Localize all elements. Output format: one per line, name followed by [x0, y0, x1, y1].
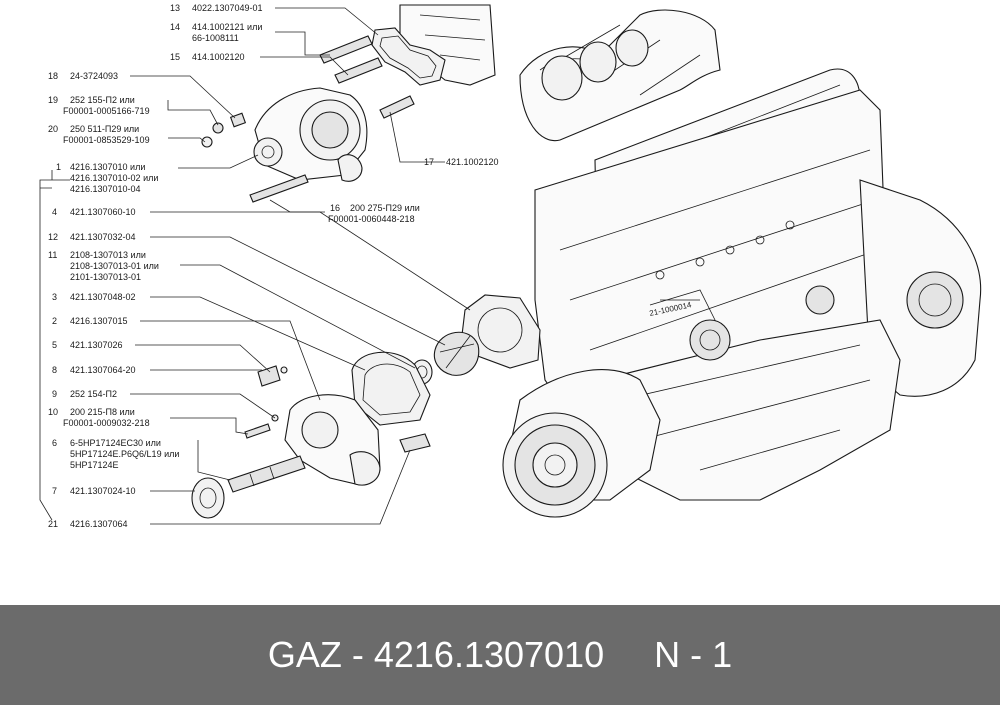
callout-10-line-1: 200 215-П8 или	[70, 407, 135, 417]
callout-20-number: 20	[48, 124, 58, 134]
callout-14-number: 14	[170, 22, 180, 32]
callout-19-number: 19	[48, 95, 58, 105]
callout-14-line-1: 414.1002121 или	[192, 22, 262, 32]
callout-8-line-1: 421.1307064-20	[70, 365, 136, 375]
callout-12-line-1: 421.1307032-04	[70, 232, 136, 242]
callout-11-line-2: 2108-1307013-01 или	[70, 261, 159, 271]
part-number-caption: GAZ - 4216.1307010 N - 1	[267, 634, 733, 675]
callout-1-line-1: 4216.1307010 или	[70, 162, 145, 172]
callout-9-line-1: 252 154-П2	[70, 389, 117, 399]
callout-14-line-2: 66-1008111	[192, 33, 239, 43]
callout-labels: 13 4022.1307049-01 14 414.1002121 или 66…	[48, 3, 499, 529]
lower-water-pump-illustration	[191, 294, 541, 519]
callout-3-line-1: 421.1307048-02	[70, 292, 136, 302]
callout-17-line-1: 421.1002120	[446, 157, 499, 167]
callout-19-line-2: F00001-0005166-719	[63, 106, 150, 116]
leader-lines	[39, 7, 471, 525]
callout-20-line-2: F00001-0853529-109	[63, 135, 150, 145]
callout-15-line-1: 414.1002120	[192, 52, 245, 62]
callout-19-line-1: 252 155-П2 или	[70, 95, 135, 105]
callout-6-number: 6	[52, 438, 57, 448]
callout-4-number: 4	[52, 207, 57, 217]
callout-7-line-1: 421.1307024-10	[70, 486, 136, 496]
callout-4-line-1: 421.1307060-10	[70, 207, 136, 217]
callout-10-line-2: F00001-0009032-218	[63, 418, 150, 428]
engine-assembly-illustration: 21-1000014	[502, 9, 982, 518]
part-number-footer: GAZ - 4216.1307010 N - 1	[0, 605, 1000, 705]
callout-11-line-3: 2101-1307013-01	[70, 272, 141, 282]
callout-18-line-1: 24-3724093	[70, 71, 118, 81]
callout-3-number: 3	[52, 292, 57, 302]
callout-11-number: 11	[48, 250, 57, 260]
exploded-parts-diagram: 21-1000014	[39, 3, 982, 529]
callout-6-line-2: 5HP17124E.P6Q6/L19 или	[70, 449, 179, 459]
callout-16-line-1: 200 275-П29 или	[350, 203, 420, 213]
callout-2-number: 2	[52, 316, 57, 326]
callout-21-line-1: 4216.1307064	[70, 519, 128, 529]
callout-8-number: 8	[52, 365, 57, 375]
callout-20-line-1: 250 511-П29 или	[70, 124, 139, 134]
callout-12-number: 12	[48, 232, 58, 242]
callout-21-number: 21	[48, 519, 58, 529]
callout-17-number: 17	[424, 157, 434, 167]
callout-10-number: 10	[48, 407, 58, 417]
callout-5-line-1: 421.1307026	[70, 340, 123, 350]
callout-1-number: 1	[56, 162, 61, 172]
upper-water-pump-illustration	[201, 4, 496, 203]
callout-1-line-2: 4216.1307010-02 или	[70, 173, 158, 183]
callout-13-number: 13	[170, 3, 180, 13]
callout-1-line-3: 4216.1307010-04	[70, 184, 141, 194]
callout-13-line-1: 4022.1307049-01	[192, 3, 263, 13]
callout-7-number: 7	[52, 486, 57, 496]
callout-9-number: 9	[52, 389, 57, 399]
callout-5-number: 5	[52, 340, 57, 350]
callout-11-line-1: 2108-1307013 или	[70, 250, 146, 260]
callout-16-line-2: F00001-0060448-218	[328, 214, 415, 224]
callout-15-number: 15	[170, 52, 180, 62]
callout-2-line-1: 4216.1307015	[70, 316, 128, 326]
callout-18-number: 18	[48, 71, 58, 81]
callout-6-line-1: 6-5HP17124EC30 или	[70, 438, 161, 448]
callout-16-number: 16	[330, 203, 340, 213]
callout-6-line-3: 5HP17124E	[70, 460, 119, 470]
